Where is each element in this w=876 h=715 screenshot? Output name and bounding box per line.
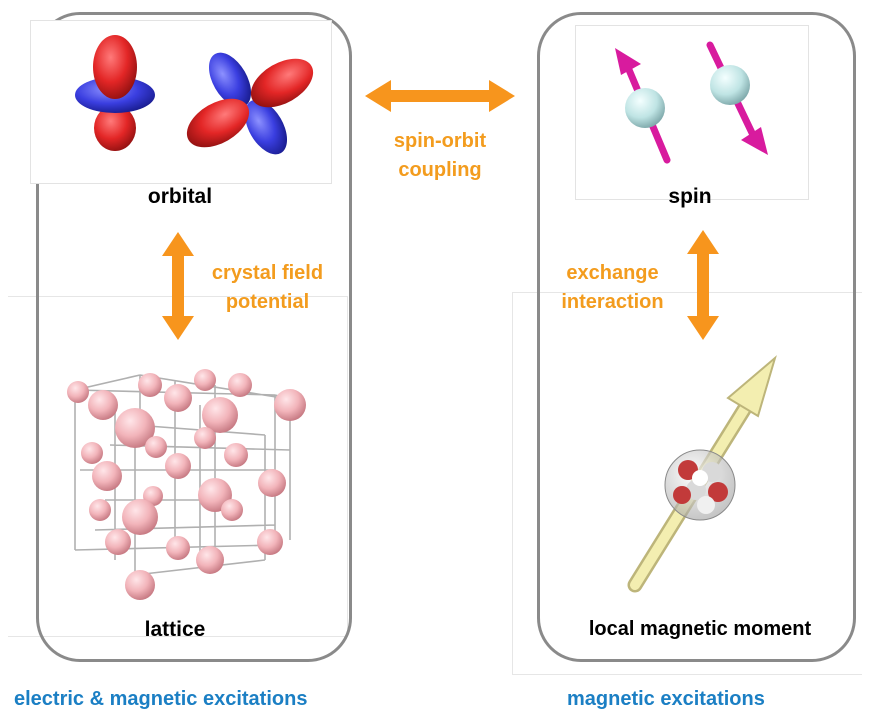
guide-line [512,292,513,674]
spin-orbit-label-1: spin-orbit [393,130,487,152]
spin-orbit-label-2: coupling [398,159,482,181]
left-caption: electric & magnetic excitations [14,688,308,710]
crystal-field-label-2: potential [225,291,310,313]
left-panel [36,12,352,662]
local-moment-illustration [627,355,777,593]
spin-up [615,48,671,164]
spin-down [706,41,768,155]
guide-line [512,292,862,293]
exchange-label-2: interaction [561,291,664,313]
crystal-field-label-1: crystal field [211,262,324,284]
guide-line [8,636,348,637]
spin-illustration [615,41,768,164]
lattice-label: lattice [144,618,206,641]
orbital-label: orbital [147,185,213,208]
spin-orbit-arrow [365,80,515,112]
orbital-illustration [75,35,314,155]
dxy-orbital [186,52,314,155]
dz2-orbital [75,35,155,151]
exchange-label-1: exchange [566,262,659,284]
right-panel [537,12,856,662]
right-caption: magnetic excitations [567,688,765,710]
lattice-illustration [67,369,306,600]
lattice-atoms [67,369,306,600]
local-moment-label: local magnetic moment [588,618,812,640]
exchange-arrow [687,230,719,340]
guide-line [347,296,348,636]
guide-line [512,674,862,675]
spin-label: spin [668,185,712,208]
crystal-field-arrow [162,232,194,340]
atom-cluster [664,449,736,521]
spin-image-frame [575,25,809,200]
